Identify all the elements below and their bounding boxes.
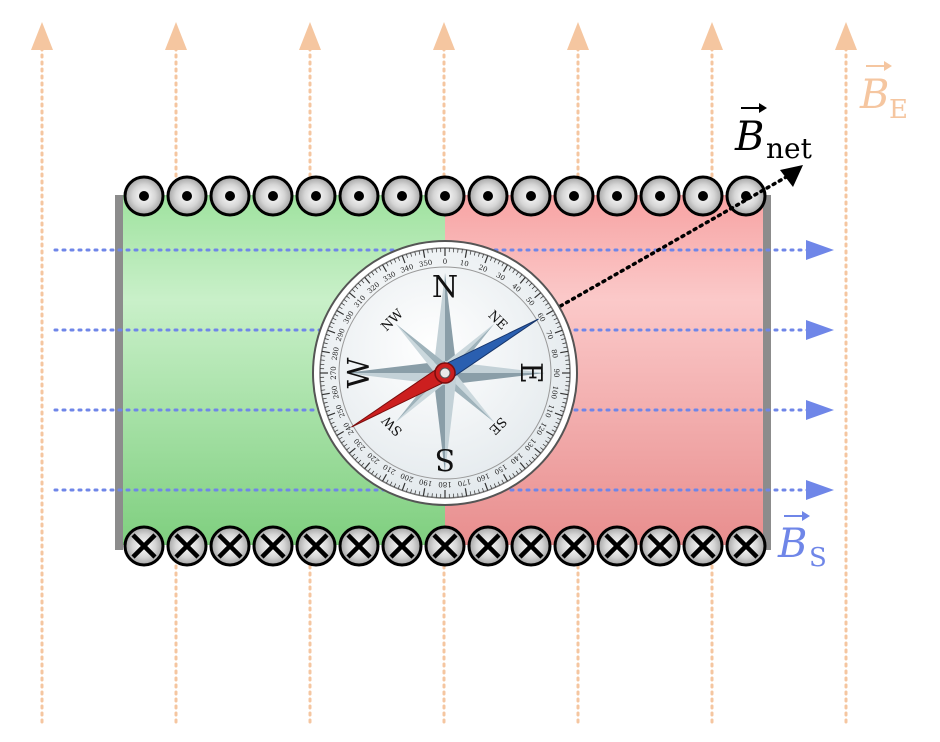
solenoid-field-arrowhead — [806, 400, 834, 420]
left-end-cap — [115, 195, 123, 550]
wire-into-page — [467, 525, 509, 567]
wire-into-page — [381, 525, 423, 567]
solenoid-field-subscript: S — [809, 543, 827, 573]
degree-label: 10 — [459, 259, 469, 268]
earth-field-arrowhead — [31, 22, 53, 50]
wire-into-page — [209, 525, 251, 567]
degree-label: 90 — [552, 369, 560, 378]
wire-out-of-page — [553, 175, 595, 217]
degree-label: 180 — [438, 480, 451, 488]
degree-label: 80 — [550, 349, 559, 359]
wire-out-of-page — [209, 175, 251, 217]
earth-field-arrowhead — [835, 22, 857, 50]
wire-out-of-page — [381, 175, 423, 217]
earth-field-arrowhead — [567, 22, 589, 50]
earth-field-arrowhead — [701, 22, 723, 50]
solenoid-field-arrowhead — [806, 320, 834, 340]
wire-out-of-page — [252, 175, 294, 217]
wire-row-into-page — [123, 525, 767, 567]
wire-into-page — [252, 525, 294, 567]
cardinal-w: W — [342, 357, 377, 388]
degree-label: 70 — [544, 329, 555, 340]
degree-label: 20 — [477, 263, 488, 274]
degree-label: 50 — [524, 296, 536, 308]
cardinal-e: E — [513, 362, 548, 384]
degree-label: 100 — [549, 385, 559, 400]
net-field-symbol: B — [734, 114, 764, 160]
earth-field-arrowhead — [299, 22, 321, 50]
earth-field-subscript: E — [889, 95, 908, 125]
wire-into-page — [682, 525, 724, 567]
degree-label: 260 — [331, 385, 341, 400]
wire-out-of-page — [338, 175, 380, 217]
degree-label: 170 — [457, 477, 472, 487]
degree-label: 60 — [535, 312, 546, 324]
right-end-cap — [763, 195, 771, 550]
wire-out-of-page — [295, 175, 337, 217]
wire-out-of-page — [639, 175, 681, 217]
cardinal-s: S — [435, 441, 456, 476]
net-field-arrow — [443, 170, 797, 374]
compass-rose — [345, 273, 545, 473]
degree-label: 0 — [443, 258, 447, 266]
degree-label: 190 — [418, 477, 433, 487]
earth-field-symbol: B — [859, 72, 889, 118]
wire-into-page — [725, 525, 767, 567]
degree-label: 270 — [330, 366, 338, 379]
degree-ticks — [320, 248, 570, 498]
degree-label: 40 — [510, 282, 522, 294]
wire-out-of-page — [682, 175, 724, 217]
wire-into-page — [596, 525, 638, 567]
degree-label: 30 — [495, 271, 507, 282]
degree-label: 280 — [331, 346, 341, 361]
solenoid-field-arrowhead — [806, 480, 834, 500]
degree-label: 350 — [418, 259, 433, 269]
wire-out-of-page — [424, 175, 466, 217]
wire-out-of-page — [596, 175, 638, 217]
wire-into-page — [166, 525, 208, 567]
wire-into-page — [338, 525, 380, 567]
wire-row-out-of-page — [123, 175, 767, 217]
wire-into-page — [553, 525, 595, 567]
label-solenoid-field: B S — [777, 511, 827, 573]
solenoid-field-symbol: B — [777, 521, 807, 567]
wire-out-of-page — [166, 175, 208, 217]
label-net-field: B net — [734, 103, 813, 165]
wire-out-of-page — [510, 175, 552, 217]
solenoid-field-arrowhead — [806, 240, 834, 260]
net-field-arrowhead — [780, 165, 803, 187]
wire-into-page — [123, 525, 165, 567]
net-field-subscript: net — [766, 132, 813, 165]
wire-out-of-page — [467, 175, 509, 217]
cardinal-n: N — [432, 270, 458, 305]
earth-field-arrowhead — [165, 22, 187, 50]
wire-into-page — [639, 525, 681, 567]
wire-out-of-page — [123, 175, 165, 217]
wire-into-page — [295, 525, 337, 567]
earth-field-arrowhead — [433, 22, 455, 50]
wire-into-page — [510, 525, 552, 567]
label-earth-field: B E — [859, 61, 908, 125]
cardinal-labels: N E S W — [342, 270, 548, 476]
wire-into-page — [424, 525, 466, 567]
